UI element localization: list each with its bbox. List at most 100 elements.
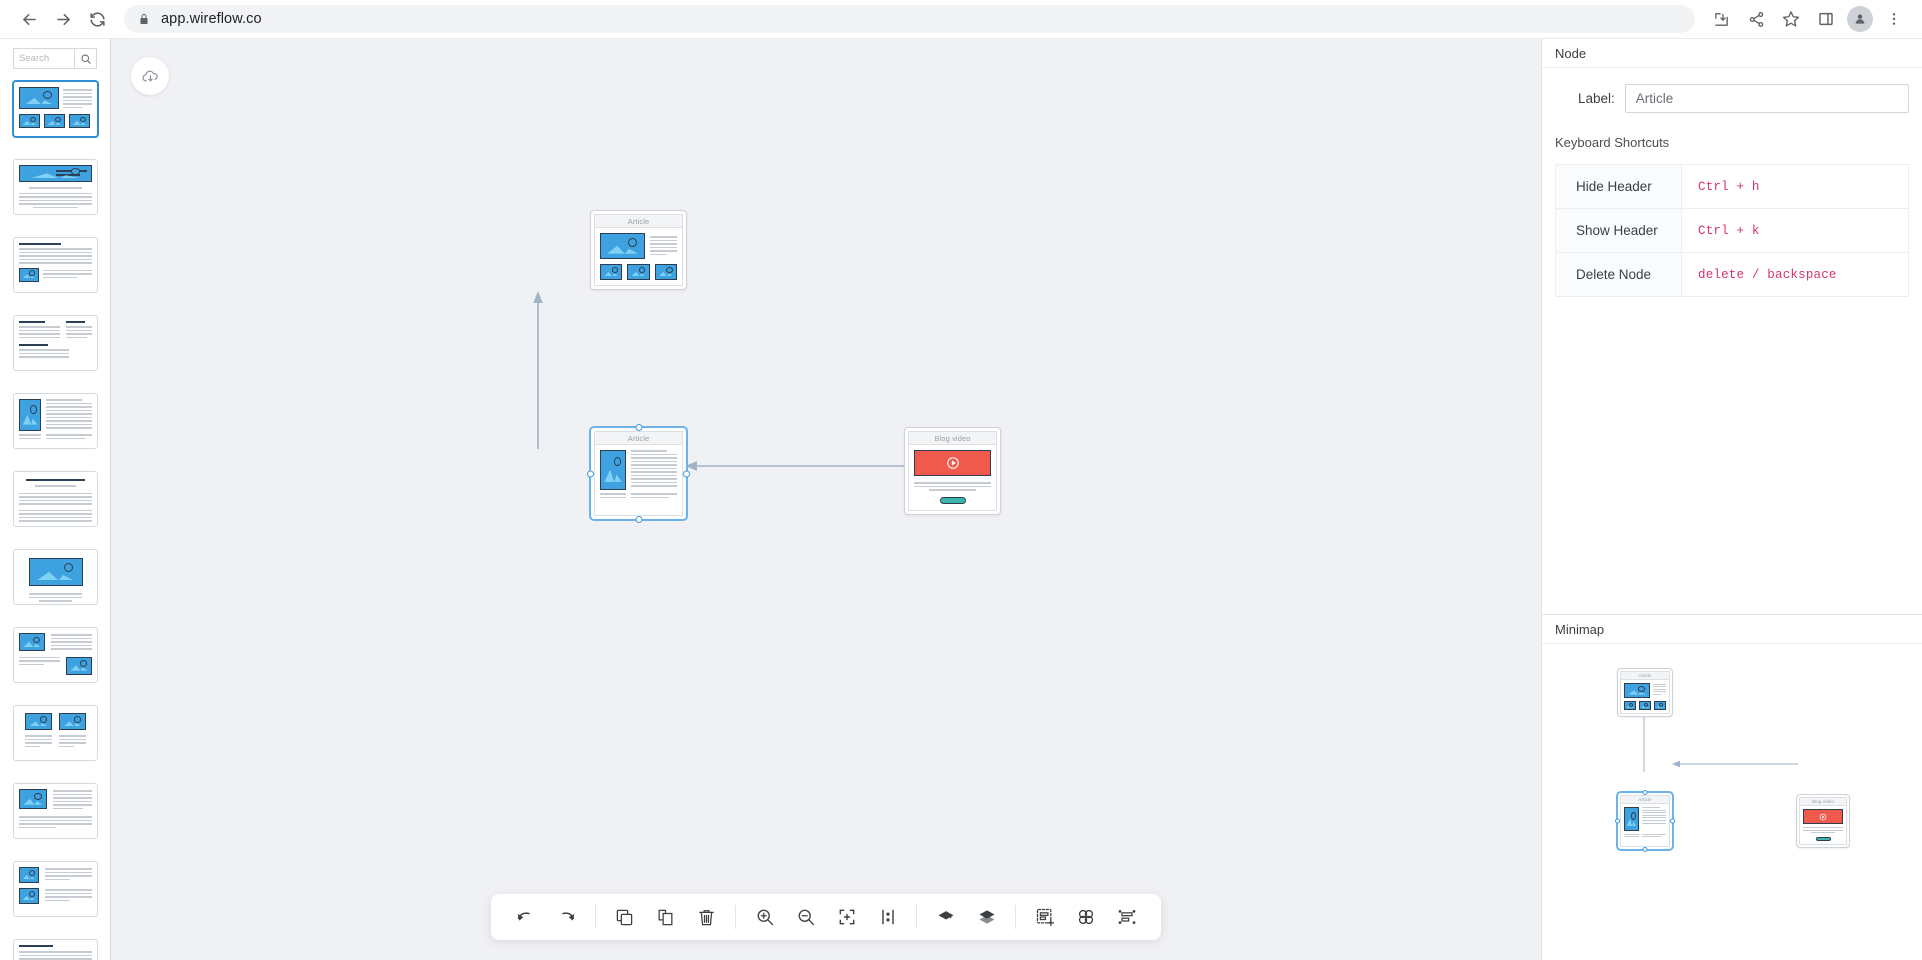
video-placeholder xyxy=(914,450,991,476)
chrome-actions xyxy=(1707,5,1908,33)
bookmark-star-icon[interactable] xyxy=(1777,5,1805,33)
handle-top xyxy=(1642,790,1648,795)
image-placeholder xyxy=(600,450,626,490)
redo-button[interactable] xyxy=(546,897,587,937)
shortcut-action: Delete Node xyxy=(1555,252,1682,297)
send-backward-button[interactable] xyxy=(966,897,1007,937)
search-icon[interactable] xyxy=(74,49,96,68)
image-placeholder xyxy=(600,233,645,259)
node-article-top[interactable]: Article xyxy=(590,210,687,290)
image-placeholder xyxy=(1624,683,1650,698)
fit-view-button[interactable] xyxy=(826,897,867,937)
video-placeholder xyxy=(1803,809,1843,824)
zoom-in-button[interactable] xyxy=(744,897,785,937)
handle-right xyxy=(1670,818,1675,824)
sidebar-item-template-image-text-image[interactable] xyxy=(13,627,98,683)
handle-left[interactable] xyxy=(587,470,594,477)
undo-button[interactable] xyxy=(505,897,546,937)
search-input[interactable] xyxy=(14,49,74,68)
handle-right[interactable] xyxy=(683,470,690,477)
handle-top[interactable] xyxy=(635,424,642,431)
add-selection-button[interactable] xyxy=(1024,897,1065,937)
node-title: Article xyxy=(594,214,683,227)
shortcut-keys: Ctrl + k xyxy=(1681,208,1909,253)
browser-toolbar: app.wireflow.co xyxy=(0,0,1922,39)
lock-icon xyxy=(138,13,150,25)
sidebar-item-template-centered-image-caption[interactable] xyxy=(13,549,98,605)
flow-canvas[interactable]: Article xyxy=(111,39,1541,960)
image-placeholder xyxy=(1624,807,1639,831)
toggle-interactivity-button[interactable] xyxy=(867,897,908,937)
shortcut-action: Show Header xyxy=(1555,208,1682,253)
edge-n2-to-n1 xyxy=(533,291,543,449)
edge-n3-to-n2 xyxy=(685,461,906,471)
minimap-node-body xyxy=(1799,805,1847,846)
table-row: Hide Header Ctrl + h xyxy=(1555,164,1909,209)
back-arrow-icon[interactable] xyxy=(14,4,44,34)
image-placeholder xyxy=(1639,701,1651,710)
app-shell: Article xyxy=(0,39,1922,960)
inspector-panel: Node Label: Keyboard Shortcuts Hide Head… xyxy=(1541,39,1922,960)
address-bar[interactable]: app.wireflow.co xyxy=(124,5,1695,33)
group-button[interactable] xyxy=(1065,897,1106,937)
cloud-save-icon[interactable] xyxy=(131,57,169,95)
table-row: Delete Node delete / backspace xyxy=(1555,252,1909,297)
video-cta-button xyxy=(939,496,966,504)
node-body xyxy=(908,444,997,511)
reload-icon[interactable] xyxy=(82,4,112,34)
minimap-node-title: Article xyxy=(1620,795,1670,803)
label-caption: Label: xyxy=(1578,91,1615,106)
chrome-menu-icon[interactable] xyxy=(1880,5,1908,33)
canvas-toolbar xyxy=(491,894,1161,940)
minimap-node-title: Blog video xyxy=(1799,797,1847,805)
side-panel-icon[interactable] xyxy=(1812,5,1840,33)
minimap-node-title: Article xyxy=(1620,671,1670,679)
toolbar-divider xyxy=(735,905,736,929)
share-icon[interactable] xyxy=(1742,5,1770,33)
shortcut-keys: Ctrl + h xyxy=(1681,164,1909,209)
node-label-input[interactable] xyxy=(1624,84,1909,113)
table-row: Show Header Ctrl + k xyxy=(1555,208,1909,253)
sidebar-item-template-two-column-text[interactable] xyxy=(13,315,98,371)
minimap-node-body xyxy=(1620,679,1670,714)
node-title: Blog video xyxy=(908,431,997,444)
template-sidebar xyxy=(0,39,111,960)
bring-forward-button[interactable] xyxy=(925,897,966,937)
sidebar-item-template-title-paragraphs[interactable] xyxy=(13,471,98,527)
install-app-icon[interactable] xyxy=(1707,5,1735,33)
label-row: Label: xyxy=(1555,84,1909,113)
shortcut-keys: delete / backspace xyxy=(1681,252,1909,297)
align-button[interactable] xyxy=(1106,897,1147,937)
node-article-selected[interactable]: Article xyxy=(587,424,690,523)
zoom-out-button[interactable] xyxy=(785,897,826,937)
image-placeholder xyxy=(1624,701,1636,710)
node-blog-video[interactable]: Blog video xyxy=(904,427,1001,515)
minimap-title: Minimap xyxy=(1542,615,1922,644)
image-placeholder xyxy=(654,264,677,280)
sidebar-item-template-banner-image-text[interactable] xyxy=(13,159,98,215)
copy-button[interactable] xyxy=(604,897,645,937)
paste-button[interactable] xyxy=(645,897,686,937)
sidebar-item-template-two-images-captions[interactable] xyxy=(13,705,98,761)
toolbar-divider xyxy=(916,905,917,929)
handle-bottom[interactable] xyxy=(635,516,642,523)
profile-avatar[interactable] xyxy=(1847,6,1873,32)
sidebar-item-template-heading-text-image[interactable] xyxy=(13,237,98,293)
shortcuts-table: Hide Header Ctrl + h Show Header Ctrl + … xyxy=(1555,164,1909,297)
forward-arrow-icon[interactable] xyxy=(48,4,78,34)
minimap-section: Minimap Article xyxy=(1542,614,1922,960)
video-cta-button xyxy=(1815,837,1831,842)
minimap-canvas[interactable]: Article xyxy=(1542,644,1922,960)
shortcuts-title: Keyboard Shortcuts xyxy=(1555,135,1670,150)
sidebar-item-template-portrait-image-text[interactable] xyxy=(13,393,98,449)
sidebar-item-template-image-left-text[interactable] xyxy=(13,783,98,839)
sidebar-item-template-hero-image-grid[interactable] xyxy=(13,81,98,137)
panel-body: Label: Keyboard Shortcuts Hide Header Ct… xyxy=(1542,68,1922,297)
minimap-node-article-top: Article xyxy=(1617,668,1673,717)
node-title: Article xyxy=(594,431,683,444)
minimap-node-blog-video: Blog video xyxy=(1796,794,1850,849)
url-text: app.wireflow.co xyxy=(161,11,262,27)
sidebar-item-template-text-block[interactable] xyxy=(13,939,98,960)
delete-button[interactable] xyxy=(686,897,727,937)
sidebar-item-template-stacked-image-rows[interactable] xyxy=(13,861,98,917)
